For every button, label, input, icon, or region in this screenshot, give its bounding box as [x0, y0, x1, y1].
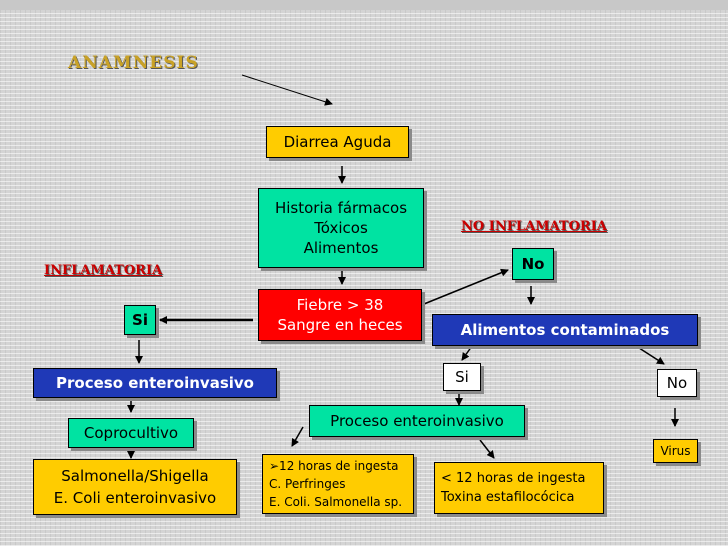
node-menos-12-horas: < 12 horas de ingesta Toxina estafilocóc…: [434, 462, 604, 514]
arrow-anamnesis-to-diarrea: [241, 74, 333, 106]
node-fiebre-line-2: Sangre en heces: [277, 316, 403, 334]
arrow-alimentos-to-no: [635, 345, 665, 365]
arrow-proceso-to-12h: [291, 426, 304, 447]
node-12-horas-line-1: ➢12 horas de ingesta: [269, 459, 399, 473]
node-proceso-enteroinvasivo-mid: Proceso enteroinvasivo: [309, 405, 525, 437]
arrow-fiebre-to-no: [423, 268, 509, 305]
arrow-alimentos-to-si: [461, 345, 473, 361]
node-12-horas-line-3: E. Coli. Salmonella sp.: [269, 495, 403, 509]
heading-no-inflamatoria: NO INFLAMATORIA: [461, 219, 607, 234]
heading-inflamatoria: INFLAMATORIA: [44, 263, 163, 278]
node-historia: Historia fármacos Tóxicos Alimentos: [258, 188, 424, 268]
node-12-horas: ➢12 horas de ingesta C. Perfringes E. Co…: [262, 454, 414, 514]
node-no-no-inflamatoria: No: [512, 248, 554, 280]
node-fiebre-line-1: Fiebre > 38: [296, 296, 384, 314]
node-coprocultivo: Coprocultivo: [68, 418, 194, 448]
node-salmonella-line-1: Salmonella/Shigella: [61, 467, 209, 485]
node-si-inflamatoria: Si: [124, 305, 156, 335]
arrow-proceso-to-menos12h: [479, 439, 495, 459]
node-fiebre: Fiebre > 38 Sangre en heces: [258, 289, 422, 341]
node-menos-12-horas-line-2: Toxina estafilocócica: [441, 490, 575, 505]
node-alimentos-contaminados: Alimentos contaminados: [432, 314, 698, 346]
node-salmonella: Salmonella/Shigella E. Coli enteroinvasi…: [33, 459, 237, 515]
node-si-alimentos: Si: [443, 363, 481, 391]
node-no-alimentos: No: [657, 369, 697, 397]
top-strip: [0, 0, 728, 10]
node-12-horas-line-2: C. Perfringes: [269, 477, 346, 491]
node-historia-line-2: Tóxicos: [314, 219, 368, 237]
node-historia-line-3: Alimentos: [303, 239, 379, 257]
node-historia-line-1: Historia fármacos: [274, 199, 408, 217]
node-proceso-enteroinvasivo-left: Proceso enteroinvasivo: [33, 368, 277, 398]
node-menos-12-horas-line-1: < 12 horas de ingesta: [441, 471, 586, 486]
heading-anamnesis: ANAMNESIS: [68, 53, 199, 73]
node-virus: Virus: [653, 439, 698, 463]
node-salmonella-line-2: E. Coli enteroinvasivo: [53, 489, 217, 507]
node-diarrea-aguda: Diarrea Aguda: [266, 126, 409, 158]
